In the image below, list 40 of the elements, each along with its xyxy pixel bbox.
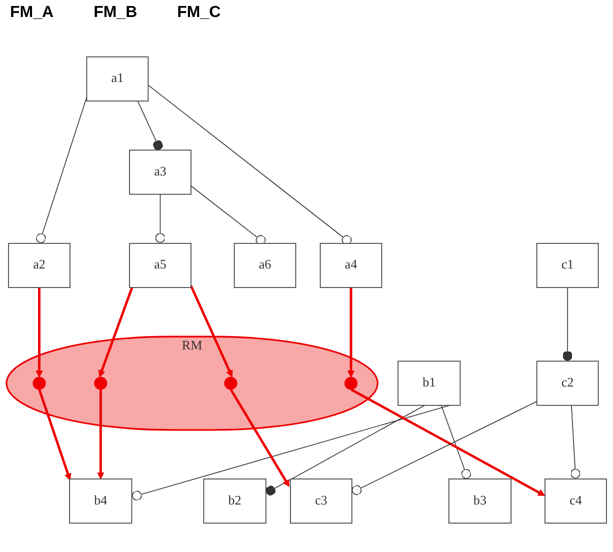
connector [36,96,88,244]
connector [137,100,163,151]
node-box: c3 [290,478,352,524]
arrow [230,388,290,487]
node-box: b4 [69,478,132,524]
connector [265,404,426,496]
model-label: FM_A [10,4,54,23]
connector [148,84,352,245]
node-box: a3 [129,150,192,195]
node-box: c4 [544,478,607,524]
node-circle [344,376,358,390]
arrow [347,288,355,378]
connector [440,404,472,480]
arrow [190,285,233,378]
node-circle [224,376,238,390]
node-box: a1 [86,56,149,102]
node-circle [94,376,108,390]
node-box: c1 [536,242,599,288]
node-circle [32,376,46,390]
connector [190,185,266,245]
connector [131,404,450,501]
arrow [38,389,72,480]
node-box: a6 [234,242,296,288]
node-box: c2 [536,360,599,406]
arrow [98,287,134,378]
arrow [97,389,104,480]
arrow [350,388,545,496]
node-box: a5 [129,242,192,288]
node-box: b3 [448,478,512,524]
arrow [36,288,43,378]
model-label: FM_B [94,4,138,23]
connector [562,287,572,362]
model-label: FM_C [177,4,221,23]
node-box: a4 [320,242,382,288]
connector [351,401,538,496]
connector [155,194,166,244]
node-box: a2 [8,242,70,288]
node-box: b2 [203,478,266,524]
connector [570,404,580,480]
node-box: b1 [398,360,461,406]
